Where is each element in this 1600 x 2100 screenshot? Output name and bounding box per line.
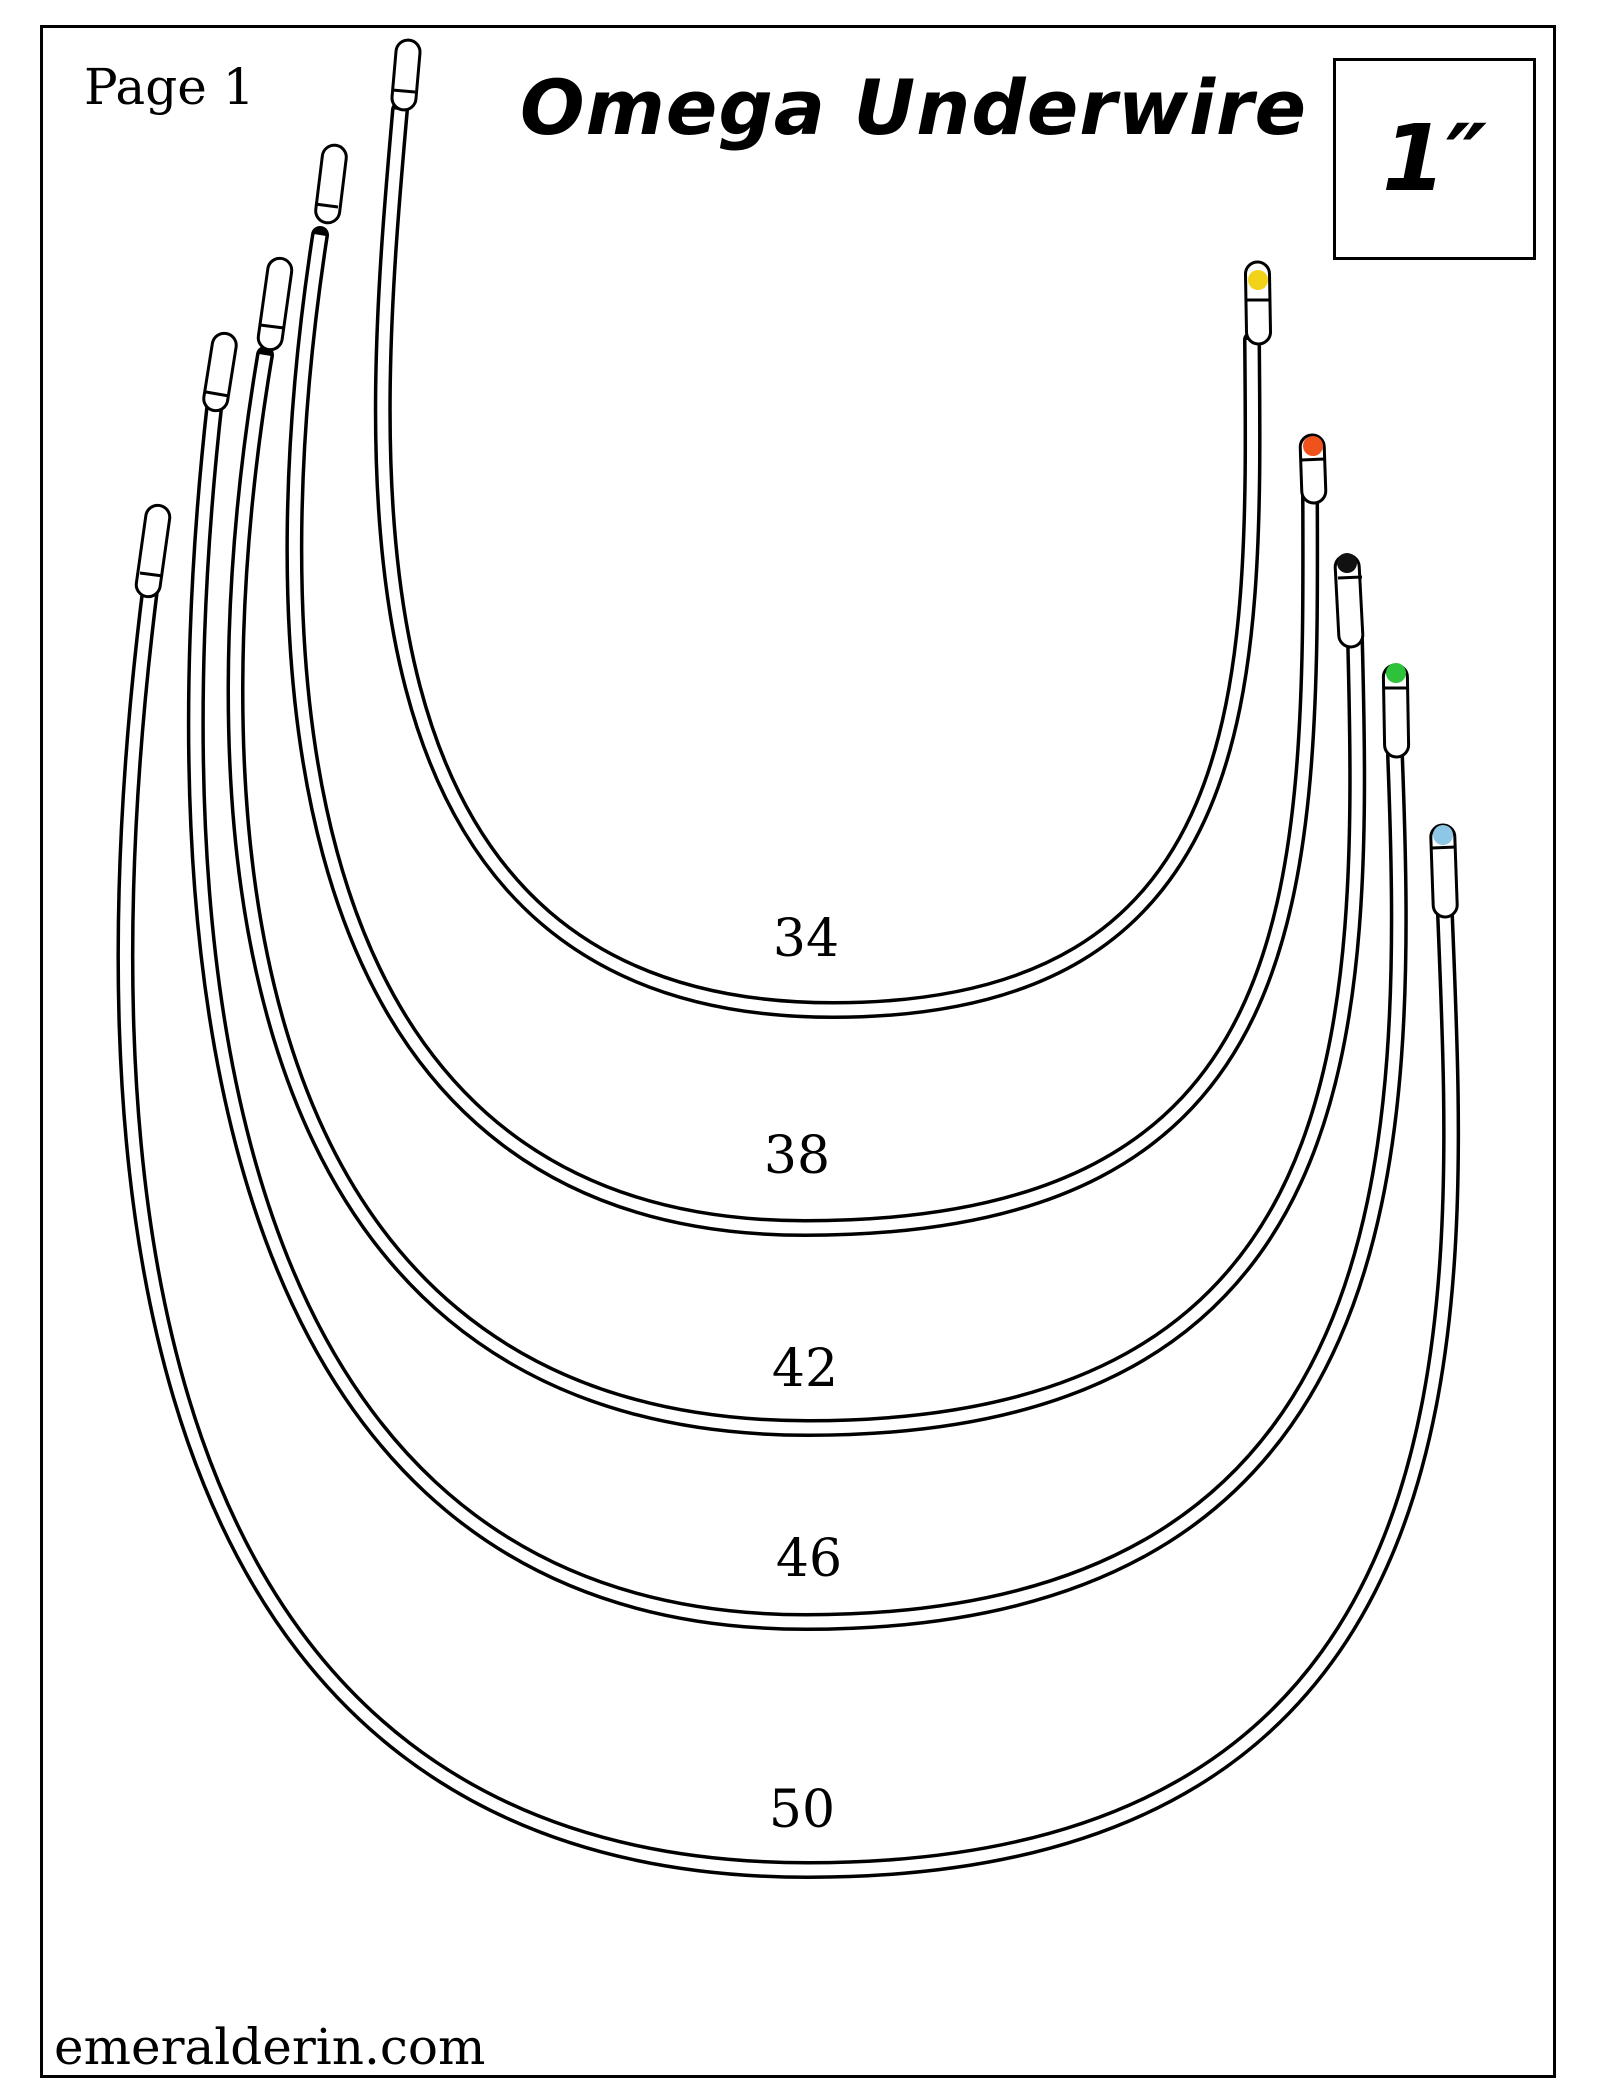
page-number: Page 1 xyxy=(84,58,255,116)
underwire-42-right-tip-band xyxy=(1337,575,1363,580)
underwire-42: 42 xyxy=(226,256,1367,1438)
pattern-sheet-border xyxy=(40,25,1556,2078)
underwire-42-left-tip xyxy=(256,256,294,352)
underwire-42-tip-dot xyxy=(1337,553,1357,573)
underwire-50-left-tip-band xyxy=(139,571,164,578)
underwire-34-outer-line xyxy=(373,101,1262,1020)
underwire-38: 38 xyxy=(285,143,1328,1238)
underwire-50-inner-fill xyxy=(120,589,1457,1876)
underwire-34-size-label: 34 xyxy=(773,909,839,969)
underwire-46-tip-dot xyxy=(1386,663,1406,683)
underwire-38-left-tip xyxy=(314,143,348,225)
underwire-42-inner-fill xyxy=(230,354,1363,1434)
underwire-46: 46 xyxy=(186,331,1411,1632)
underwire-46-left-tip-band xyxy=(205,390,230,398)
underwire-34-tip-dot xyxy=(1248,270,1268,290)
underwire-34-left-tip xyxy=(390,38,422,112)
wire-width-value: 1″ xyxy=(1381,105,1488,212)
underwire-50-size-label: 50 xyxy=(769,1780,835,1840)
underwire-46-inner-fill xyxy=(190,399,1405,1628)
underwire-38-inner-fill xyxy=(288,234,1316,1234)
underwire-42-size-label: 42 xyxy=(772,1339,838,1399)
underwire-46-size-label: 46 xyxy=(776,1529,842,1589)
page-title: Omega Underwire xyxy=(520,63,1308,152)
wire-width-box: 1″ xyxy=(1333,58,1536,260)
underwire-50-left-tip xyxy=(134,503,172,599)
underwire-38-right-tip-band xyxy=(1300,457,1326,462)
underwire-34-inner-fill xyxy=(377,109,1259,1016)
underwire-46-left-tip xyxy=(202,331,238,413)
underwire-38-size-label: 38 xyxy=(764,1126,830,1186)
underwire-50-right-tip-band xyxy=(1431,845,1457,850)
underwire-34-left-tip-band xyxy=(391,88,416,94)
underwire-42-left-tip-band xyxy=(259,323,285,330)
underwire-38-tip-dot xyxy=(1303,436,1323,456)
website-footer: emeralderin.com xyxy=(54,2018,486,2076)
underwire-50-tip-dot xyxy=(1433,825,1453,845)
underwire-50: 50 xyxy=(116,503,1461,1880)
underwire-38-left-tip-band xyxy=(314,202,339,209)
underwire-34: 34 xyxy=(373,38,1273,1020)
